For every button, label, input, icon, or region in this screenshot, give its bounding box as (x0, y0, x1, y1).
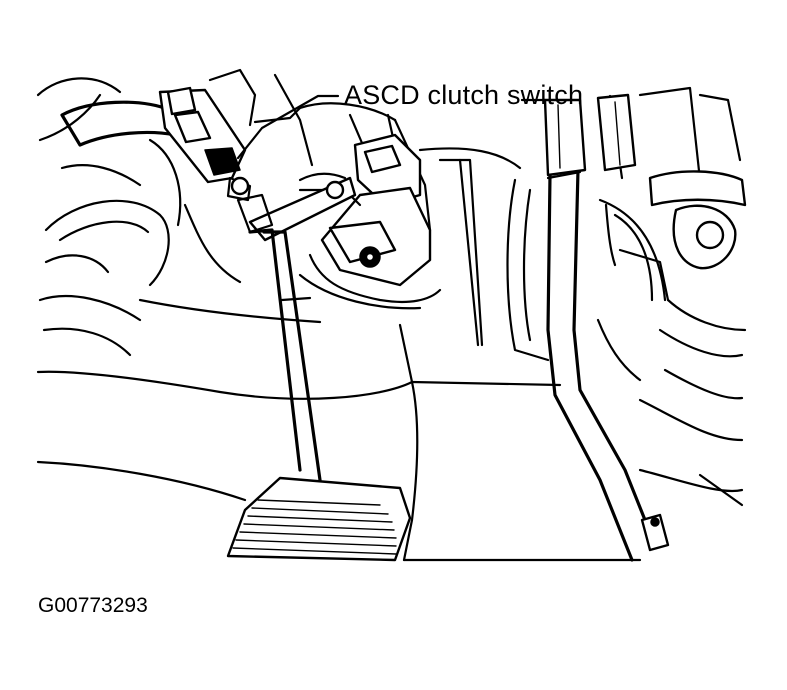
brake-pedal-bracket (506, 86, 747, 552)
pedal-pivot-arm (236, 176, 357, 242)
floor-panel (36, 298, 642, 562)
clutch-pedal-arm (248, 228, 322, 482)
brake-pedal-arm (543, 93, 657, 562)
figure-code: G00773293 (38, 594, 148, 617)
clutch-pedal-pad (226, 476, 412, 562)
callout-label-asc-clutch-switch: ASCD clutch switch (344, 80, 584, 110)
callout-leader-line (236, 94, 340, 160)
clutch-switch-bracket (298, 133, 442, 310)
connector-plug (158, 86, 252, 202)
